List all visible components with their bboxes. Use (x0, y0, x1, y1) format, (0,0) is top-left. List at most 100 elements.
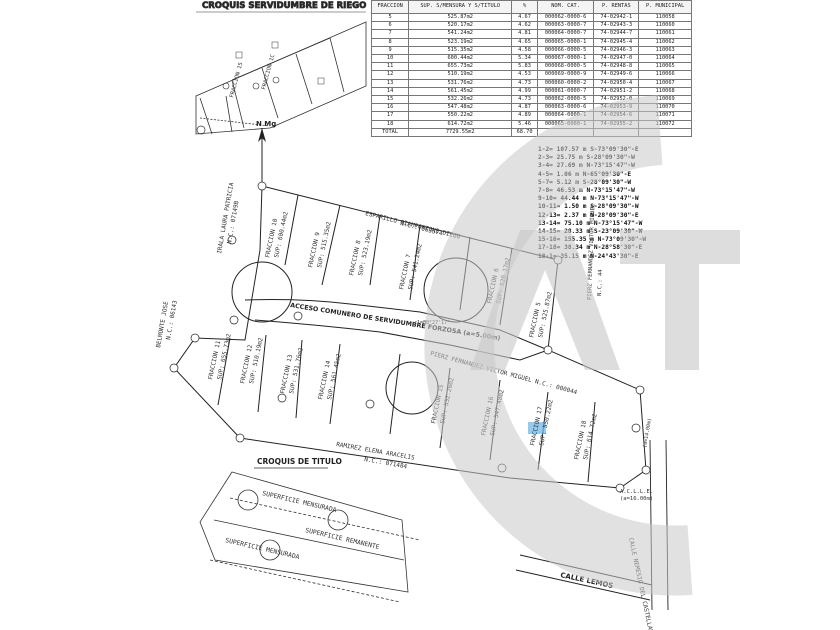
aclle-label: A.C.L.L.E. (620, 489, 653, 495)
title-sketch-heading: CROQUIS DE TITULO (257, 457, 342, 466)
table-cell: 520.17m2 (408, 21, 513, 31)
table-cell (638, 127, 692, 138)
table-cell: 110065 (638, 62, 692, 72)
course-seg: 12-13= (538, 211, 561, 219)
table-cell: 15 (370, 95, 410, 105)
angle-label: <1=80°27'17" (414, 320, 450, 326)
table-cell: 14 (370, 86, 410, 97)
table-cell: 74-02944-7 (593, 29, 640, 39)
aclle-width: (a=16.00m) (620, 496, 653, 502)
irrigation-fraction-label-a: FRACCION 15 (229, 62, 244, 99)
table-cell: 614.72m2 (408, 119, 513, 129)
table-cell: 110062 (638, 37, 692, 47)
north-label: N Mg (256, 120, 276, 128)
table-cell: 510.19m2 (408, 70, 513, 80)
table-cell: 68.70 (511, 127, 538, 138)
surveyed-area-bottom: SUPERFICIE MENSURADA (225, 537, 301, 561)
table-cell: 4.81 (511, 29, 538, 39)
course-seg: 1-2= (538, 146, 553, 153)
table-cell: 74-02951-2 (593, 86, 640, 97)
course-bearing: N-28°09'30"-E (590, 211, 639, 219)
table-cell: 4.99 (511, 86, 538, 97)
table-cell: 541.24m2 (408, 29, 513, 39)
course-len: 1.06 m (556, 170, 579, 178)
course-len: 155.35 m (564, 236, 594, 244)
course-row: 14-15= 28.33 m S-23°09'30"-W (538, 228, 646, 236)
table-cell: 10 (370, 54, 410, 64)
course-bearing: S-73°09'30"-E (590, 146, 639, 153)
street-lemos-label: CALLE LEMOS (560, 571, 614, 590)
course-row: 10-11= 1.50 m S-28°09'30"-W (538, 203, 646, 211)
course-seg: 18-1= (538, 252, 557, 260)
table-cell: 74-02945-4 (593, 37, 640, 47)
table-cell: 8 (370, 37, 410, 47)
course-seg: 5-7= (538, 178, 553, 186)
table-cell: 000066-0000-5 (536, 45, 595, 56)
table-cell: 4.62 (511, 21, 538, 31)
table-cell: 000063-0000-6 (536, 103, 595, 113)
table-cell: 110058 (638, 12, 692, 23)
course-seg: 13-14= (538, 219, 561, 227)
table-cell: 600.44m2 (408, 54, 513, 64)
table-cell: 9 (370, 45, 410, 56)
table-cell: 110064 (638, 54, 692, 64)
course-bearing: S-23°09'30"-W (593, 228, 643, 236)
table-cell: 74-02955-2 (593, 119, 640, 129)
table-cell: 110060 (638, 21, 692, 31)
table-cell: 74-02953-9 (593, 103, 640, 113)
table-cell: 525.87m2 (408, 12, 513, 23)
table-cell: 000060-0000-2 (536, 78, 595, 88)
table-cell: 13 (370, 78, 410, 88)
table-cell: 7729.55m2 (408, 127, 513, 138)
course-seg: 14-15= (538, 228, 561, 236)
course-bearing: S-28°09'30"-W (582, 178, 632, 186)
course-seg: 4-5= (538, 170, 553, 178)
neighbour-north-nc: N.C.: 063574 (400, 220, 444, 237)
table-header-cell: % (511, 0, 538, 14)
course-len: 5.12 m (556, 178, 579, 186)
table-cell: 74-02943-3 (593, 21, 640, 31)
neighbour-east-nc: N.C.: 44 (597, 269, 604, 296)
title-sketch: CROQUIS DE TITULO (199, 457, 421, 603)
table-cell: 523.19m2 (408, 37, 513, 47)
table-cell: 547.48m2 (408, 103, 513, 113)
table-cell: 532.26m2 (408, 95, 513, 105)
table-cell: 000068-0000-5 (536, 62, 595, 72)
table-header-row: FRACCION SUP. S/MENSURA Y S/TITULO % NOM… (370, 0, 692, 14)
table-cell: 6 (370, 21, 410, 31)
course-row: 1-2= 107.57 m S-73°09'30"-E (538, 146, 646, 154)
table-cell: 5.83 (511, 62, 538, 72)
table-cell: 4.73 (511, 78, 538, 88)
table-cell: 74-02952-0 (593, 95, 640, 105)
table-cell: 4.65 (511, 37, 538, 47)
table-cell: 000064-0000-1 (536, 111, 595, 121)
course-bearing: S-28°09'30"-W (590, 203, 639, 211)
lot-area-table: FRACCION SUP. S/MENSURA Y S/TITULO % NOM… (370, 0, 692, 138)
street-castellano-label: CALLE NEMESIO DEL CASTELLANO (627, 537, 655, 630)
table-cell: 000065-0000-1 (536, 37, 595, 47)
table-cell: 16 (370, 103, 410, 113)
table-cell: 515.35m2 (408, 45, 513, 56)
table-cell (536, 127, 595, 138)
table-cell: 110070 (638, 103, 692, 113)
course-len: 27.69 m (556, 162, 583, 170)
course-row: 12-13= 2.37 m N-28°09'30"-E (538, 212, 646, 220)
table-cell: 110068 (638, 86, 692, 97)
course-bearing: N-28°58'30"-E (593, 244, 643, 252)
table-cell: 4.73 (511, 95, 538, 105)
course-bearing: N-73°15'47"-W (590, 195, 639, 203)
course-bearing: N-73°15'47"-W (586, 162, 635, 170)
north-arrow: N Mg (256, 120, 276, 182)
table-cell: 4.87 (511, 103, 538, 113)
table-cell: 110069 (638, 95, 692, 105)
table-cell: 550.22m2 (408, 111, 513, 121)
table-cell: 74-02948-8 (593, 62, 640, 72)
